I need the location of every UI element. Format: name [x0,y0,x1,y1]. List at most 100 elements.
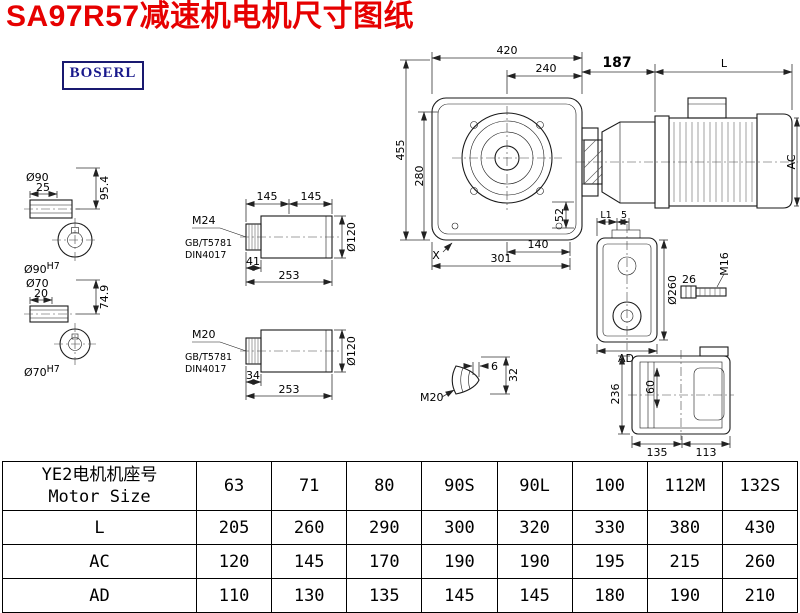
value-cell: 135 [346,578,423,613]
hollow-shaft-70-section: Ø70 20 74.9 Ø70H7 [24,277,111,379]
row-label-AC: AC [2,544,197,579]
dim-width-240: 240 [536,62,557,75]
fit-70-sup: H7 [47,364,60,375]
size-column-header: 112M [646,461,723,511]
fit-90-base: Ø90 [24,263,47,276]
fit-90-sup: H7 [47,261,60,272]
value-cell: 300 [421,510,498,545]
value-cell: 260 [721,544,799,579]
side-view-dimensions: 187 L AC [581,55,800,207]
value-cell: 110 [195,578,273,613]
shaft-detail-m20: Ø120 M20 GB/T5781 DIN4017 34 253 [185,328,358,400]
dim-6: 6 [491,360,498,373]
value-cell: 205 [195,510,273,545]
value-cell: 120 [195,544,273,579]
table-row-AC: AC 120 145 170 190 190 195 215 260 [2,544,799,579]
dim-140: 140 [528,238,549,251]
label-dia-70: Ø70 [26,277,49,290]
dim-height-280: 280 [413,166,426,187]
motor-size-table: YE2电机机座号 Motor Size 63 71 80 90S 90L 100… [2,461,799,613]
label-thread-m20: M20 [192,328,216,341]
dim-dia-260: Ø260 [666,275,679,305]
value-cell: 170 [346,544,423,579]
value-cell: 430 [721,510,799,545]
front-view-dimensions: 420 240 455 280 52 140 301 X [394,44,583,270]
label-thread-m16: M16 [718,252,731,276]
value-cell: 210 [721,578,799,613]
dim-25: 25 [36,181,50,194]
dim-AC: AC [785,154,798,169]
label-std-gb-b: GB/T5781 [185,352,232,363]
dim-135: 135 [647,446,668,459]
value-cell: 380 [646,510,723,545]
dim-20: 20 [34,287,48,300]
size-column-header: 90L [496,461,573,511]
gearbox-front-view [431,97,599,241]
dim-187: 187 [602,55,631,71]
dim-dia-120-a: Ø120 [345,222,358,252]
value-cell: 190 [646,578,723,613]
dim-L: L [721,57,728,70]
dim-x-mark: X [432,249,440,262]
dim-height-455: 455 [394,140,407,161]
fan-cover [756,113,793,209]
motor-size-header-cn: YE2电机机座号 [41,465,158,485]
table-row-L: L 205 260 290 300 320 330 380 430 [2,510,799,545]
dim-113: 113 [696,446,717,459]
value-cell: 145 [421,578,498,613]
dim-145-b: 145 [301,190,322,203]
boserl-logo: BOSERL [62,61,144,90]
terminal-box [687,97,727,119]
label-std-gb-a: GB/T5781 [185,238,232,249]
fit-70-base: Ø70 [24,366,47,379]
value-cell: 330 [571,510,648,545]
dim-26: 26 [682,273,696,286]
size-column-header: 132S [721,461,799,511]
label-fit-70h7: Ø70H7 [24,364,60,379]
dim-dia-120-b: Ø120 [345,336,358,366]
value-cell: 145 [271,544,348,579]
value-cell: 195 [571,544,648,579]
size-column-header: 80 [346,461,423,511]
table-row-AD: AD 110 130 135 145 145 180 190 210 [2,578,799,613]
label-thread-m20-cone: M20 [420,391,444,404]
shaft-end-cone-detail: 6 32 M20 [420,356,520,404]
dim-95-4: 95.4 [98,176,111,201]
value-cell: 260 [271,510,348,545]
dim-253-b: 253 [279,383,300,396]
dim-34: 34 [246,369,260,382]
dim-145-a: 145 [257,190,278,203]
size-column-header: 90S [421,461,498,511]
label-fit-90h7: Ø90H7 [24,261,60,276]
row-label-L: L [2,510,197,545]
value-cell: 130 [271,578,348,613]
label-std-din-b: DIN4017 [185,364,226,375]
label-std-din-a: DIN4017 [185,250,226,261]
page-title: SA97R57减速机电机尺寸图纸 [6,0,415,33]
value-cell: 320 [496,510,573,545]
dim-301: 301 [491,252,512,265]
technical-drawing: 420 240 455 280 52 140 301 X [24,44,800,459]
dim-74-9: 74.9 [98,285,111,310]
label-thread-m24: M24 [192,214,216,227]
motor-side-view [576,97,798,209]
dim-60: 60 [644,380,657,394]
value-cell: 180 [571,578,648,613]
hollow-shaft-90-section: Ø90 25 95.4 Ø90H7 [24,167,111,276]
dim-L1: L1 [600,210,611,221]
size-column-header: 71 [271,461,348,511]
shaft-detail-m24: 145 145 Ø120 M24 GB/T5781 DIN4017 41 253 [185,190,358,286]
value-cell: 190 [421,544,498,579]
label-dia-90: Ø90 [26,171,49,184]
value-cell: 215 [646,544,723,579]
motor-size-header-cell: YE2电机机座号 Motor Size [2,461,197,511]
row-label-AD: AD [2,578,197,613]
value-cell: 290 [346,510,423,545]
dim-width-420: 420 [497,44,518,57]
dim-52: 52 [553,208,566,222]
dim-253-a: 253 [279,269,300,282]
dim-5: 5 [621,210,627,221]
dim-41: 41 [246,255,260,268]
bolt-detail-m16: 26 M16 [680,252,731,299]
